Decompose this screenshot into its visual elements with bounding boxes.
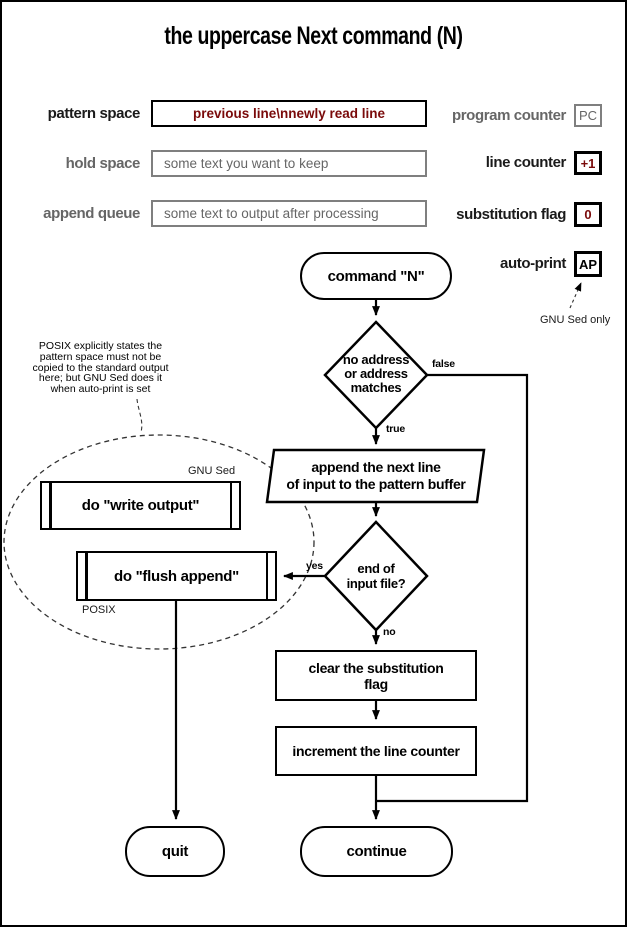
quit-terminal: quit	[125, 826, 225, 877]
start-terminal-label: command "N"	[327, 267, 425, 285]
annotation-line: POSIX explicitly states the	[38, 340, 163, 352]
hold-space-label: hold space	[65, 155, 141, 172]
line-counter-label: line counter	[485, 154, 567, 171]
write-output-label: do "write output"	[81, 497, 200, 514]
pattern-space-value: previous line\nnewly read line	[192, 106, 386, 121]
predefined-bar	[265, 553, 268, 599]
yes-branch-label: yes	[306, 560, 323, 572]
append-queue-label: append queue	[43, 205, 140, 222]
predefined-bar	[49, 483, 52, 528]
no-branch-label: no	[383, 626, 396, 638]
false-branch-line	[376, 373, 529, 803]
page-title: the uppercase Next command (N)	[164, 22, 463, 50]
pattern-space-label: pattern space	[47, 105, 141, 122]
clear-substitution-flag-box: clear the substitution flag	[275, 650, 477, 701]
io-line: of input to the pattern buffer	[286, 475, 466, 492]
clear-flag-line: clear the substitution	[308, 659, 444, 676]
continue-label: continue	[346, 843, 407, 860]
program-counter-box: PC	[574, 104, 602, 127]
append-queue-value: some text to output after processing	[164, 206, 379, 221]
predefined-bar	[85, 553, 88, 599]
annotation-line: here; but GNU Sed does it	[38, 372, 163, 385]
decision1-diamond	[323, 320, 429, 430]
substitution-flag-label: substitution flag	[456, 206, 566, 223]
increment-line-counter-box: increment the line counter	[275, 726, 477, 776]
annotation-line: when auto-print is set	[50, 383, 151, 396]
substitution-flag-value: 0	[584, 207, 592, 222]
flush-append-box: do "flush append"	[76, 551, 277, 601]
gnu-sed-tag: GNU Sed	[188, 465, 236, 477]
annotation-line: pattern space must not be	[39, 350, 162, 363]
pattern-space-box: previous line\nnewly read line	[151, 100, 427, 127]
write-output-box: do "write output"	[40, 481, 241, 530]
hold-space-value: some text you want to keep	[164, 156, 329, 171]
continue-terminal: continue	[300, 826, 453, 877]
line-counter-value: +1	[580, 155, 596, 171]
auto-print-box: AP	[574, 251, 602, 277]
program-counter-value: PC	[578, 108, 598, 123]
decision2-diamond	[323, 520, 429, 632]
decision1-line: no address	[342, 352, 410, 367]
annotation-line: copied to the standard output	[32, 361, 169, 374]
true-branch-label: true	[386, 423, 406, 435]
flush-append-label: do "flush append"	[114, 567, 239, 585]
ap-callout-line	[569, 282, 582, 309]
decision2-text: end of input file?	[326, 561, 426, 591]
increment-line: increment the line counter	[292, 743, 460, 759]
posix-gnu-group-ellipse	[3, 434, 315, 650]
predefined-bar	[229, 483, 232, 528]
posix-tag: POSIX	[82, 604, 116, 616]
auto-print-value: AP	[578, 256, 598, 272]
gnu-sed-only-note: GNU Sed only	[540, 314, 611, 326]
io-line: append the next line	[311, 459, 441, 475]
quit-label: quit	[161, 843, 189, 860]
io-text: append the next line of input to the pat…	[276, 459, 476, 492]
annotation-callout-line	[136, 398, 143, 433]
io-parallelogram	[265, 448, 486, 504]
clear-flag-line: flag	[364, 675, 388, 692]
substitution-flag-box: 0	[574, 202, 602, 227]
line-counter-box: +1	[574, 151, 602, 175]
false-branch-label: false	[432, 358, 455, 370]
decision1-line: matches	[350, 380, 402, 395]
start-terminal: command "N"	[300, 252, 452, 300]
append-queue-box: some text to output after processing	[151, 200, 427, 227]
auto-print-label: auto-print	[500, 255, 566, 272]
hold-space-box: some text you want to keep	[151, 150, 427, 177]
decision1-line: or address	[344, 366, 408, 381]
posix-annotation: POSIX explicitly states the pattern spac…	[20, 341, 181, 395]
decision2-line: input file?	[346, 576, 406, 591]
decision1-text: no address or address matches	[326, 353, 426, 395]
decision2-line: end of	[357, 561, 395, 576]
program-counter-label: program counter	[451, 107, 566, 124]
